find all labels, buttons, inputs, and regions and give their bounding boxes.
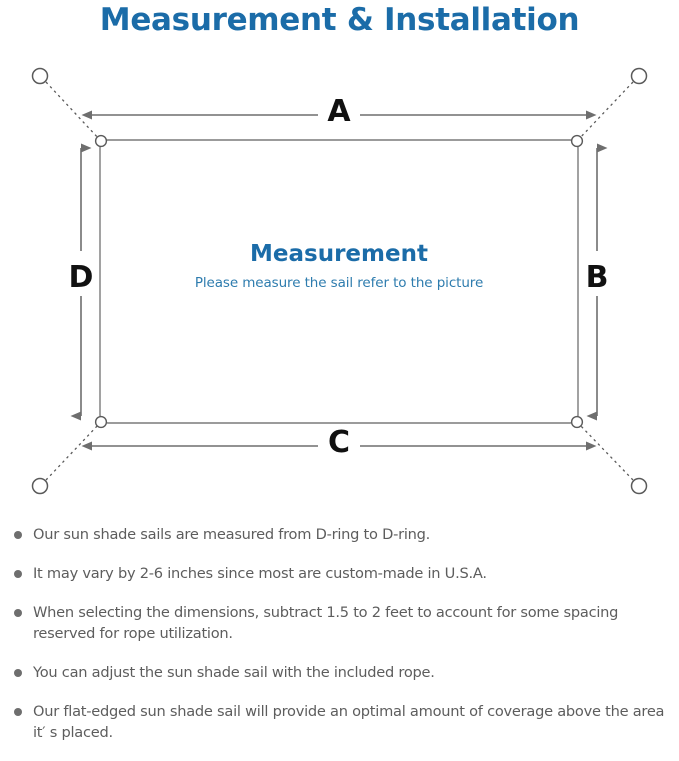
anchor-point-bottom-right-icon [630,477,648,495]
d-ring-bottom-left-icon [94,415,108,429]
shade-sail-shape [99,139,579,424]
bullet-icon [14,609,22,617]
bullet-icon [14,531,22,539]
d-ring-bottom-right-icon [570,415,584,429]
list-item: Our sun shade sails are measured from D-… [0,524,679,545]
rope-line-top-left [45,81,101,141]
note-text: It may vary by 2-6 inches since most are… [33,565,487,582]
rope-lines [45,81,634,481]
dimension-label-a: A [327,94,351,129]
d-rings [94,134,584,429]
bullet-icon [14,708,22,716]
measurement-diagram: A B C D Measurement Please measure the s… [0,46,679,516]
rope-line-top-right [577,81,634,141]
note-text: You can adjust the sun shade sail with t… [33,664,435,681]
notes-list: Our sun shade sails are measured from D-… [0,524,679,761]
dimension-label-c: C [327,425,351,460]
anchor-point-top-right-icon [630,67,648,85]
rope-line-bottom-left [45,422,101,481]
rope-line-bottom-right [577,422,634,481]
page-title: Measurement & Installation [99,2,580,38]
list-item: Our flat-edged sun shade sail will provi… [0,701,679,743]
list-item: It may vary by 2-6 inches since most are… [0,563,679,584]
anchor-point-bottom-left-icon [31,477,49,495]
d-ring-top-right-icon [570,134,584,148]
note-text: Our flat-edged sun shade sail will provi… [33,703,665,741]
dimension-label-b: B [585,260,609,295]
note-text: Our sun shade sails are measured from D-… [33,526,431,543]
anchor-points [31,67,648,495]
bullet-icon [14,669,22,677]
list-item: You can adjust the sun shade sail with t… [0,662,679,683]
list-item: When selecting the dimensions, subtract … [0,602,679,644]
dimension-label-d: D [68,260,94,295]
note-text: When selecting the dimensions, subtract … [33,604,619,642]
anchor-point-top-left-icon [31,67,49,85]
bullet-icon [14,570,22,578]
diagram-svg [31,67,648,495]
d-ring-top-left-icon [94,134,108,148]
